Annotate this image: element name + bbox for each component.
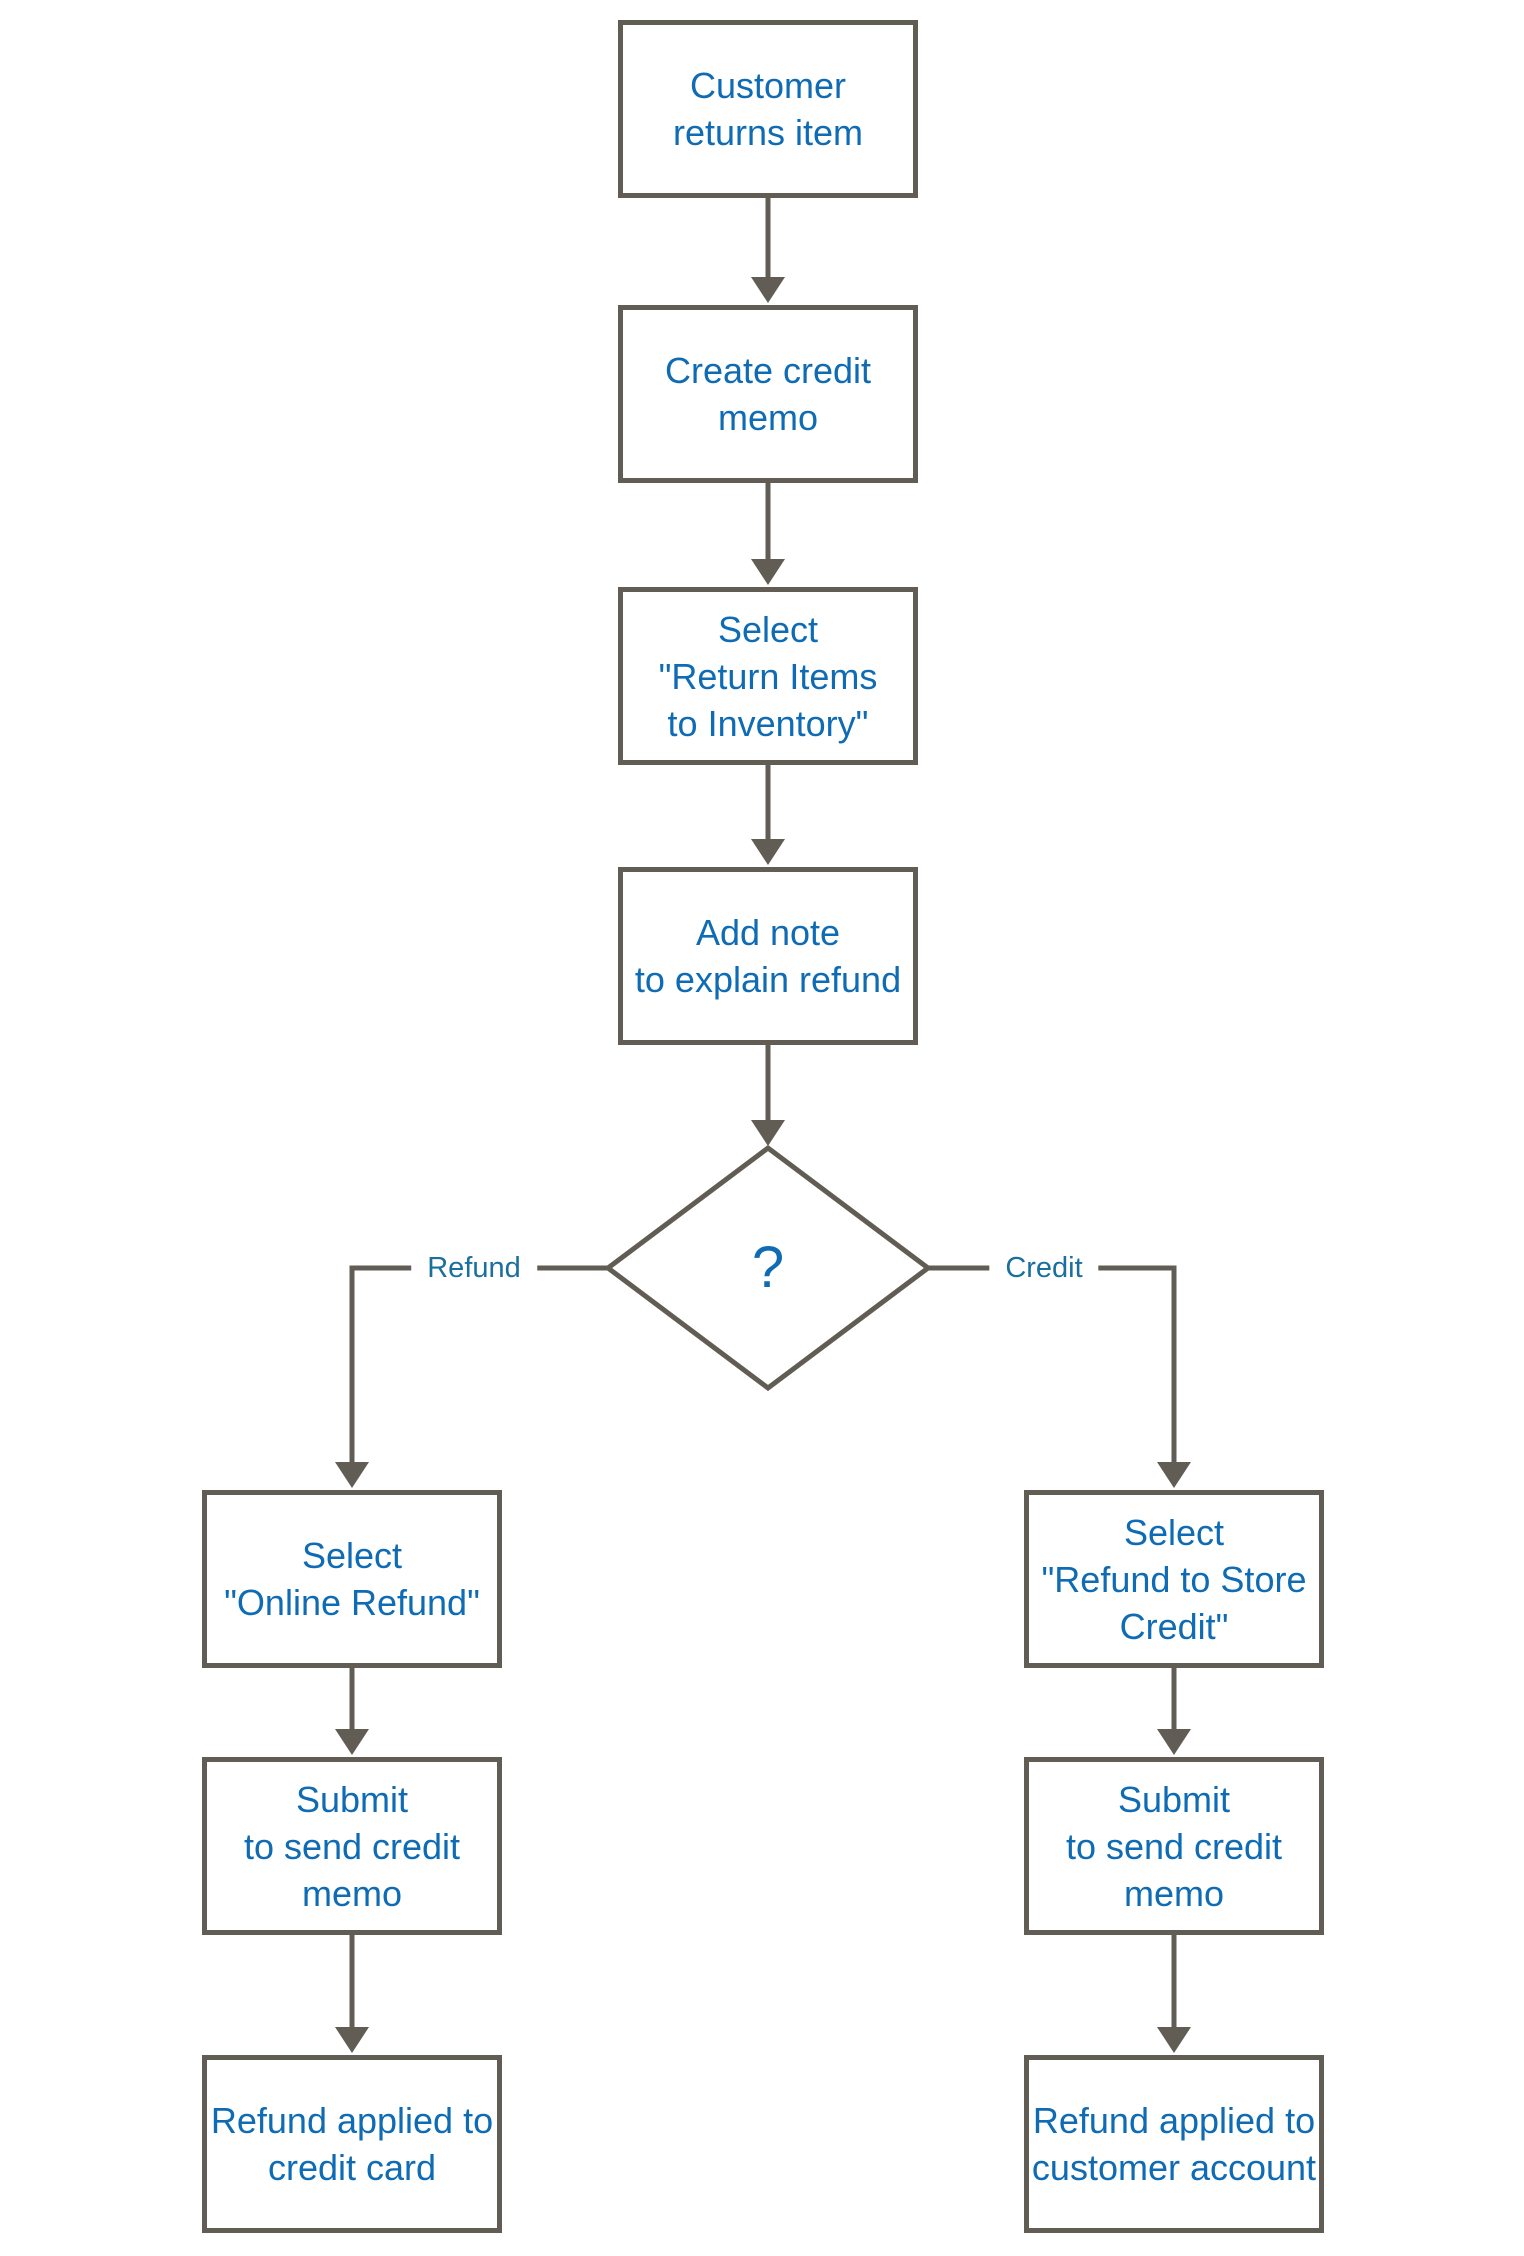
node-refund-customer-account: Refund applied to customer account	[1024, 2055, 1324, 2233]
node-select-return-items: Select "Return Items to Inventory"	[618, 587, 918, 765]
node-refund-credit-card: Refund applied to credit card	[202, 2055, 502, 2233]
node-customer-returns-item: Customer returns item	[618, 20, 918, 198]
edge-decision-credit	[928, 1265, 1177, 1470]
edge-label-credit: Credit	[989, 1250, 1099, 1286]
arrowhead-submit-right	[1157, 1729, 1191, 1755]
arrowhead-create-memo	[751, 277, 785, 303]
node-add-note: Add note to explain refund	[618, 867, 918, 1045]
node-select-online-refund: Select "Online Refund"	[202, 1490, 502, 1668]
arrowhead-select-store-credit	[1157, 1462, 1191, 1488]
arrowhead-add-note	[751, 839, 785, 865]
arrowhead-submit-left	[335, 1729, 369, 1755]
arrowhead-refund-customer-account	[1157, 2027, 1191, 2053]
edge-decision-refund	[349, 1265, 608, 1470]
node-create-credit-memo: Create credit memo	[618, 305, 918, 483]
node-submit-credit-memo-right: Submit to send credit memo	[1024, 1757, 1324, 1935]
decision-question-mark: ?	[751, 1235, 785, 1300]
arrowhead-refund-credit-card	[335, 2027, 369, 2053]
node-submit-credit-memo-left: Submit to send credit memo	[202, 1757, 502, 1935]
node-select-refund-store-credit: Select "Refund to Store Credit"	[1024, 1490, 1324, 1668]
arrowhead-select-return	[751, 559, 785, 585]
decision-diamond	[603, 1144, 933, 1392]
arrowhead-select-online-refund	[335, 1462, 369, 1488]
edge-label-refund: Refund	[411, 1250, 537, 1286]
arrowhead-decision	[751, 1120, 785, 1146]
